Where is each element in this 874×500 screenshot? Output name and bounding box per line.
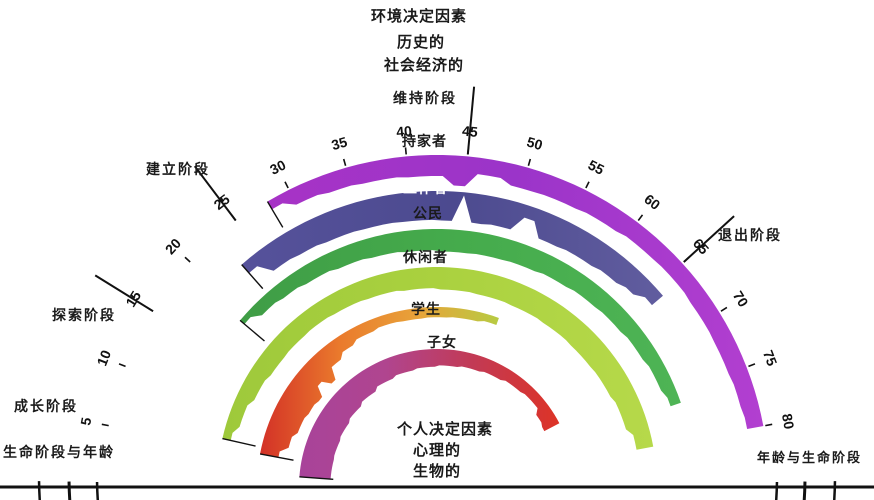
environment-sub2: 社会经济的 [384, 56, 465, 74]
personal-title: 个人决定因素 [397, 420, 494, 438]
role-label-worker: 工作者 [403, 181, 448, 197]
role-label-child: 子女 [427, 335, 457, 351]
personal-sub2: 生物的 [413, 462, 462, 480]
band-start-edge [259, 453, 294, 461]
age-tick-10: 10 [94, 348, 115, 369]
age-tick-30: 30 [267, 156, 288, 177]
role-label-citizen: 公民 [413, 206, 443, 222]
stage-label-establishment: 建立阶段 [146, 162, 210, 178]
age-tick-80: 80 [779, 412, 798, 430]
role-band-学生 [260, 307, 499, 458]
age-tick-50: 50 [525, 134, 545, 154]
role-band-group [222, 155, 764, 481]
role-band-休闲者 [222, 267, 654, 450]
age-tick-55: 55 [586, 157, 607, 178]
band-start-edge [299, 476, 334, 481]
age-tick-75: 75 [760, 348, 781, 369]
stage-label-disengagement: 退出阶段 [718, 228, 782, 244]
role-band-子女 [299, 349, 560, 480]
environment-sub1: 历史的 [397, 33, 446, 51]
role-label-leisurite: 休闲者 [403, 250, 448, 266]
band-start-edge [239, 319, 265, 342]
age-tick-25: 25 [211, 191, 233, 213]
stage-label-exploration: 探索阶段 [52, 308, 116, 324]
role-band-工作者 [241, 191, 663, 306]
age-tick-35: 35 [330, 133, 350, 153]
age-tick-40: 40 [396, 123, 413, 140]
stage-label-growth: 成长阶段 [14, 399, 78, 415]
age-tick-5: 5 [77, 416, 94, 427]
personal-sub1: 心理的 [413, 441, 462, 459]
axis-label-bottom-right: 年龄与生命阶段 [757, 451, 863, 466]
role-band-持家者 [267, 155, 764, 430]
age-tick-70: 70 [730, 288, 752, 310]
age-tick-60: 60 [641, 191, 663, 213]
role-label-student: 学生 [411, 302, 441, 318]
environment-title: 环境决定因素 [371, 7, 468, 25]
role-label-homemaker: 持家者 [402, 134, 447, 150]
stage-arc-group [37, 86, 837, 500]
role-band-公民 [240, 229, 681, 407]
stage-label-maintenance: 维持阶段 [393, 91, 457, 107]
band-start-edge [241, 264, 264, 290]
age-tick-15: 15 [122, 288, 144, 310]
age-tick-20: 20 [162, 235, 184, 257]
band-start-edge [266, 201, 284, 228]
band-start-edge [222, 437, 256, 447]
age-tick-45: 45 [461, 123, 478, 140]
axis-label-bottom-left: 生命阶段与年龄 [3, 445, 115, 461]
